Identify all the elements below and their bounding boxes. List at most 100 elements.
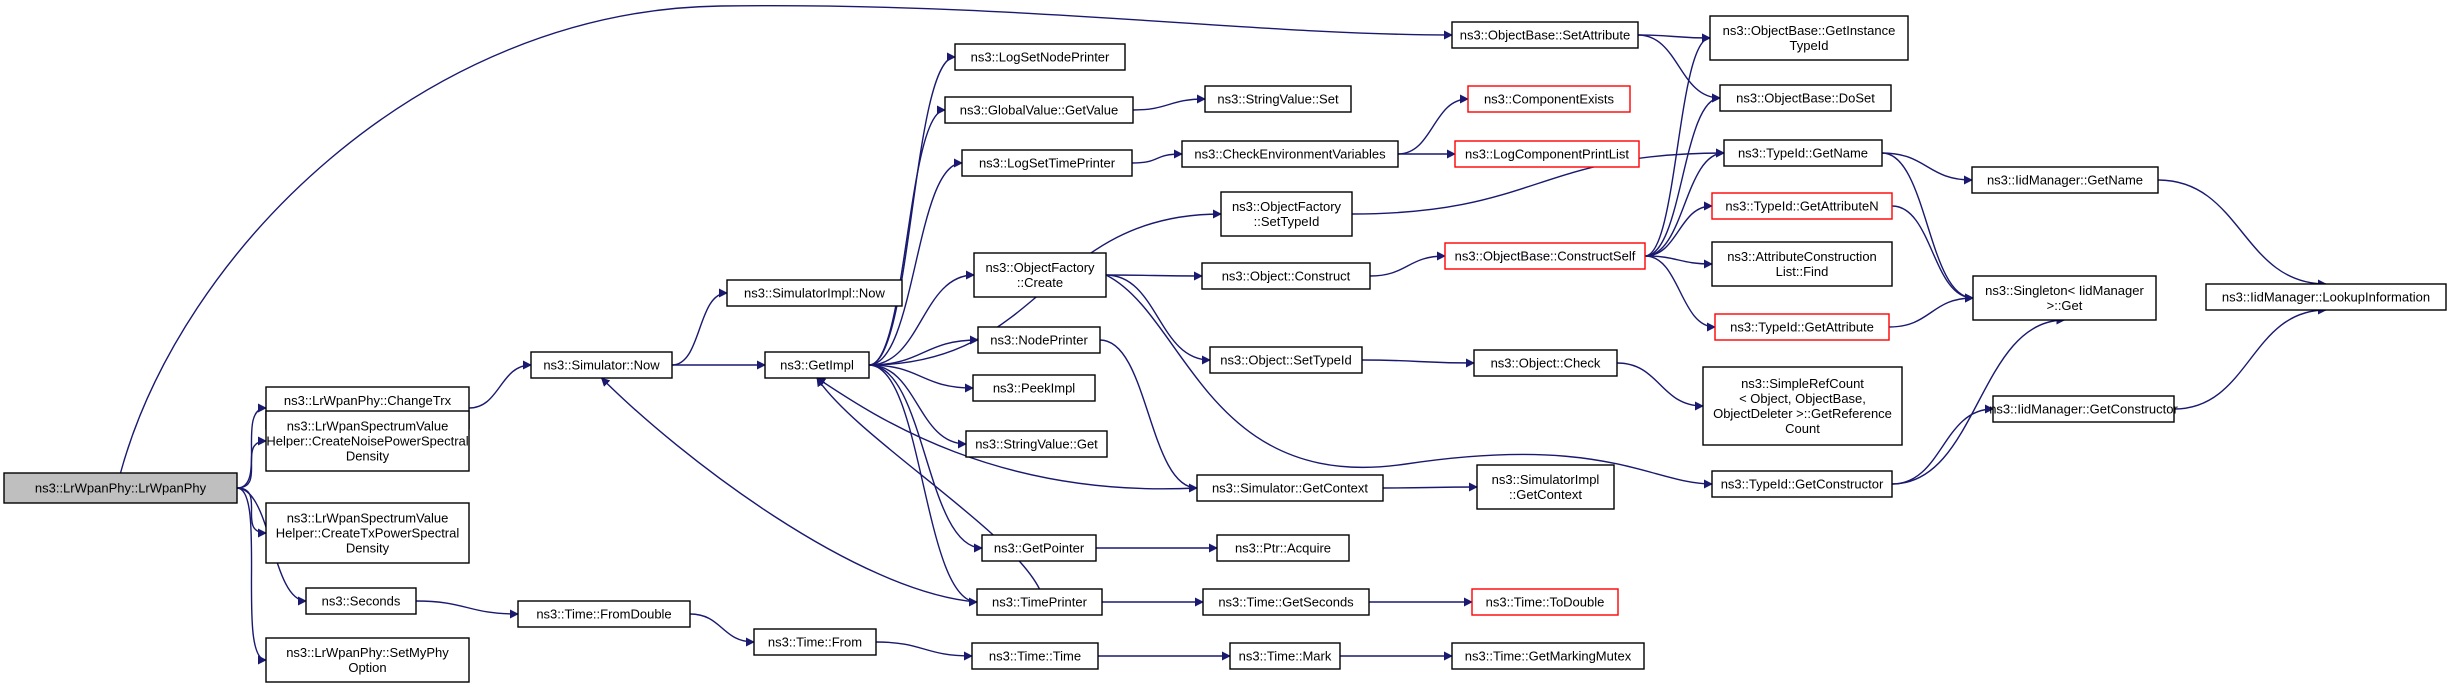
node-timeGetSeconds[interactable]: ns3::Time::GetSeconds — [1202, 588, 1370, 616]
node-objectConstruct[interactable]: ns3::Object::Construct — [1201, 262, 1371, 290]
edge-objectFactorySetTypeId-to-typeIdGetName — [1351, 148, 1725, 215]
node-simImplNow[interactable]: ns3::SimulatorImpl::Now — [726, 279, 903, 307]
node-label: ns3::Object::SetTypeId — [1220, 353, 1352, 368]
node-getImpl[interactable]: ns3::GetImpl — [764, 351, 870, 379]
edge-line — [868, 364, 967, 449]
edge-root-to-setMyPhy — [236, 487, 267, 665]
node-timeTime[interactable]: ns3::Time::Time — [971, 642, 1099, 670]
edge-line — [1637, 33, 1711, 43]
node-label: < Object, ObjectBase, — [1739, 391, 1866, 406]
edge-line — [1397, 94, 1469, 155]
edge-line — [1132, 94, 1206, 111]
node-objectSetTypeId[interactable]: ns3::Object::SetTypeId — [1209, 346, 1363, 374]
node-label: List::Find — [1776, 264, 1829, 279]
edge-typeIdGetAttributeN-to-singletonGet — [1891, 205, 1974, 303]
node-label: ns3::LogSetNodePrinter — [971, 50, 1110, 65]
node-box — [3, 472, 238, 504]
node-ptrAcquire[interactable]: ns3::Ptr::Acquire — [1216, 534, 1350, 562]
node-simImplGetContext[interactable]: ns3::SimulatorImpl::GetContext — [1476, 464, 1615, 510]
node-simGetContext[interactable]: ns3::Simulator::GetContext — [1196, 474, 1384, 502]
node-getPointer[interactable]: ns3::GetPointer — [981, 534, 1097, 562]
node-componentExists[interactable]: ns3::ComponentExists — [1467, 85, 1631, 113]
node-nodePrinter[interactable]: ns3::NodePrinter — [977, 326, 1101, 354]
edge-simGetContext-to-simImplGetContext — [1382, 482, 1478, 492]
node-box — [1220, 191, 1353, 237]
node-label: ns3::TypeId::GetConstructor — [1721, 477, 1884, 492]
edge-line — [1637, 34, 1721, 103]
node-logSetNodePrinter[interactable]: ns3::LogSetNodePrinter — [954, 43, 1126, 71]
node-timeMark[interactable]: ns3::Time::Mark — [1229, 642, 1341, 670]
node-simpleRefCount[interactable]: ns3::SimpleRefCount< Object, ObjectBase,… — [1702, 366, 1903, 446]
edge-line — [119, 4, 1453, 474]
node-box — [977, 326, 1101, 354]
node-objectCheck[interactable]: ns3::Object::Check — [1473, 349, 1618, 377]
node-label: ns3::ObjectFactory — [985, 260, 1095, 275]
node-iidGetName[interactable]: ns3::IidManager::GetName — [1971, 166, 2159, 194]
nodes-layer: ns3::LrWpanPhy::LrWpanPhyns3::LrWpanPhy:… — [3, 15, 2447, 683]
node-seconds[interactable]: ns3::Seconds — [305, 587, 417, 615]
node-iidGetConstructor[interactable]: ns3::IidManager::GetConstructor — [1989, 395, 2178, 423]
node-timePrinter[interactable]: ns3::TimePrinter — [976, 588, 1103, 616]
edge-getImpl-to-stringValueGet — [868, 364, 967, 449]
edge-objectFactoryCreate-to-typeIdGetConstructor — [1105, 274, 1713, 489]
edge-line — [689, 613, 755, 647]
node-label: ns3::Time::From — [768, 635, 862, 650]
node-globalValueGetValue[interactable]: ns3::GlobalValue::GetValue — [944, 96, 1134, 124]
node-label: ns3::Seconds — [322, 594, 401, 609]
node-setAttribute[interactable]: ns3::ObjectBase::SetAttribute — [1451, 21, 1639, 49]
node-typeIdGetName[interactable]: ns3::TypeId::GetName — [1723, 139, 1883, 167]
edge-line — [236, 436, 267, 489]
edge-objectConstruct-to-constructSelf — [1369, 251, 1446, 277]
node-root[interactable]: ns3::LrWpanPhy::LrWpanPhy — [3, 472, 238, 504]
node-label: ns3::Object::Check — [1491, 356, 1601, 371]
node-stringValueGet[interactable]: ns3::StringValue::Get — [965, 430, 1108, 458]
node-createNoise[interactable]: ns3::LrWpanSpectrumValueHelper::CreateNo… — [265, 410, 470, 472]
node-doSet[interactable]: ns3::ObjectBase::DoSet — [1719, 84, 1892, 112]
node-box — [954, 43, 1126, 71]
edge-line — [875, 641, 973, 661]
node-label: ns3::Time::ToDouble — [1486, 595, 1605, 610]
node-timeFrom[interactable]: ns3::Time::From — [753, 628, 877, 656]
node-peekImpl[interactable]: ns3::PeekImpl — [972, 374, 1096, 402]
node-timeFromDouble[interactable]: ns3::Time::FromDouble — [517, 600, 691, 628]
edge-globalValueGetValue-to-stringValueSet — [1132, 94, 1206, 111]
edge-objectCheck-to-simpleRefCount — [1616, 362, 1704, 411]
node-box — [764, 351, 870, 379]
node-box — [965, 430, 1108, 458]
node-singletonGet[interactable]: ns3::Singleton< IidManager>::Get — [1972, 275, 2157, 321]
node-typeIdGetConstructor[interactable]: ns3::TypeId::GetConstructor — [1711, 470, 1893, 498]
node-label: ns3::StringValue::Get — [975, 437, 1098, 452]
node-box — [1181, 140, 1399, 168]
node-checkEnv[interactable]: ns3::CheckEnvironmentVariables — [1181, 140, 1399, 168]
node-objectFactorySetTypeId[interactable]: ns3::ObjectFactory::SetTypeId — [1220, 191, 1353, 237]
node-logComponentPrintList[interactable]: ns3::LogComponentPrintList — [1454, 140, 1640, 168]
edge-typeIdGetAttribute-to-singletonGet — [1888, 293, 1974, 328]
node-label: ns3::Ptr::Acquire — [1235, 541, 1331, 556]
node-logSetTimePrinter[interactable]: ns3::LogSetTimePrinter — [961, 149, 1133, 177]
node-timeToDouble[interactable]: ns3::Time::ToDouble — [1471, 588, 1619, 616]
node-simNow[interactable]: ns3::Simulator::Now — [530, 351, 673, 379]
node-typeIdGetAttributeN[interactable]: ns3::TypeId::GetAttributeN — [1711, 192, 1893, 220]
edge-constructSelf-to-typeIdGetName — [1644, 148, 1725, 257]
node-label: ns3::Time::GetSeconds — [1218, 595, 1354, 610]
edge-seconds-to-timeFromDouble — [415, 600, 519, 619]
node-stringValueSet[interactable]: ns3::StringValue::Set — [1204, 85, 1352, 113]
node-label: ns3::IidManager::GetName — [1987, 173, 2143, 188]
node-box — [1709, 15, 1909, 61]
node-createTx[interactable]: ns3::LrWpanSpectrumValueHelper::CreateTx… — [265, 502, 470, 564]
node-label: ::SetTypeId — [1254, 214, 1320, 229]
node-timeGetMarkingMutex[interactable]: ns3::Time::GetMarkingMutex — [1451, 642, 1645, 670]
node-typeIdGetAttribute[interactable]: ns3::TypeId::GetAttribute — [1714, 313, 1890, 341]
edge-line — [1361, 358, 1475, 368]
node-constructSelf[interactable]: ns3::ObjectBase::ConstructSelf — [1444, 242, 1646, 270]
node-iidLookup[interactable]: ns3::IidManager::LookupInformation — [2205, 283, 2447, 311]
node-label: ns3::LrWpanPhy::LrWpanPhy — [35, 481, 207, 496]
node-box — [1451, 642, 1645, 670]
node-box — [1972, 275, 2157, 321]
node-box — [1723, 139, 1883, 167]
node-objectFactoryCreate[interactable]: ns3::ObjectFactory::Create — [973, 252, 1107, 298]
edge-line — [1644, 201, 1713, 257]
